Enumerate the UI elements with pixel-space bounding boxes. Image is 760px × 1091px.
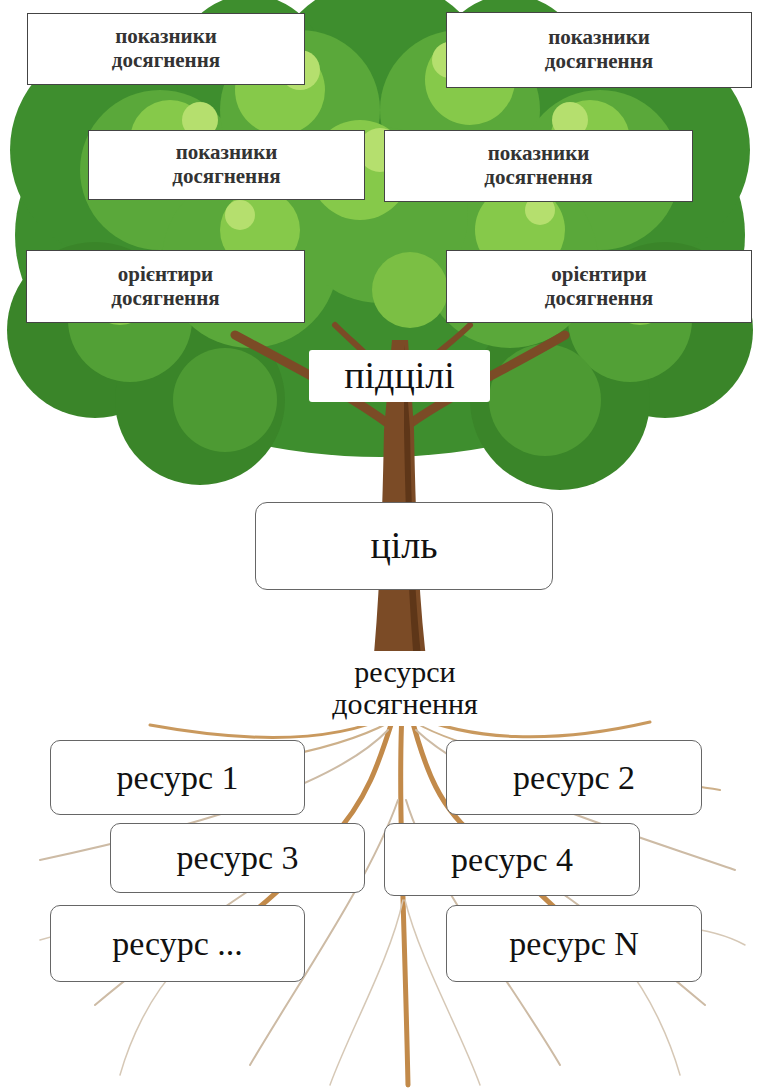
leaves	[225, 200, 255, 230]
node-text: ресурси досягнення	[305, 656, 505, 721]
node-text: показники досягнення	[517, 26, 682, 73]
roots	[40, 712, 745, 1085]
goal-box: ціль	[255, 502, 553, 590]
resource-box: ресурс ...	[50, 905, 305, 982]
resource-box: ресурс 2	[446, 740, 702, 815]
node-text: ресурс ...	[112, 925, 243, 962]
indicator-box: показники досягнення	[88, 130, 365, 200]
indicator-box: орієнтири досягнення	[446, 250, 752, 323]
resources-label: ресурси досягнення	[287, 651, 523, 726]
node-text: орієнтири досягнення	[83, 263, 248, 310]
node-text: ресурс 1	[116, 759, 238, 796]
node-text: підцілі	[344, 355, 455, 397]
indicator-box: показники досягнення	[27, 13, 305, 85]
leaves	[173, 348, 277, 452]
node-text: ресурс 2	[513, 759, 635, 796]
resource-box: ресурс 1	[50, 740, 305, 815]
resource-box: ресурс 4	[384, 823, 640, 896]
node-text: показники досягнення	[84, 25, 249, 72]
node-text: ресурс N	[509, 925, 639, 962]
node-text: ресурс 3	[176, 839, 298, 876]
node-text: ціль	[370, 525, 437, 567]
resource-box: ресурс N	[446, 905, 702, 982]
indicator-box: показники досягнення	[446, 12, 752, 88]
leaves	[489, 344, 601, 456]
trunk	[235, 325, 565, 725]
root	[330, 900, 403, 1085]
resource-box: ресурс 3	[110, 823, 365, 893]
leaves	[372, 252, 448, 328]
indicator-box: орієнтири досягнення	[26, 250, 305, 323]
root	[401, 712, 408, 1085]
canopy	[7, 0, 753, 490]
node-text: показники досягнення	[144, 141, 309, 188]
node-text: показники досягнення	[456, 142, 621, 189]
subgoal-label: підцілі	[309, 350, 490, 402]
indicator-box: показники досягнення	[384, 130, 693, 202]
node-text: ресурс 4	[451, 841, 573, 878]
node-text: орієнтири досягнення	[517, 263, 682, 310]
